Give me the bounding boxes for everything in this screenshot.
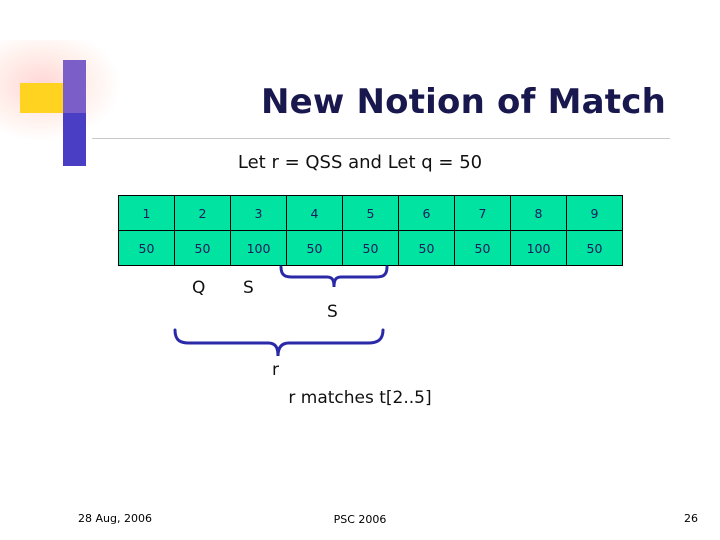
table-cell: 7 [454,195,511,231]
footer-page-number: 26 [684,512,698,525]
table-cell: 9 [566,195,623,231]
slide-title: New Notion of Match [260,82,666,122]
purple-bar-icon [63,60,86,113]
table-cell: 50 [454,230,511,266]
match-statement: r matches t[2..5] [288,388,432,408]
table-cell: 50 [342,230,399,266]
table-cell: 8 [510,195,567,231]
sequence-table: 1 2 3 4 5 6 7 8 9 50 50 100 50 50 50 50 … [118,195,623,266]
table-cell: 5 [342,195,399,231]
label-r: r [272,360,279,380]
brace-r-icon [173,328,385,357]
table-cell: 50 [118,230,175,266]
table-cell: 100 [510,230,567,266]
table-cell: 3 [230,195,287,231]
table-cell: 50 [566,230,623,266]
table-cell: 1 [118,195,175,231]
table-row-index: 1 2 3 4 5 6 7 8 9 [118,195,623,231]
label-s-second: S [327,302,338,322]
slide-subtitle: Let r = QSS and Let q = 50 [237,152,483,173]
brace-s-icon [279,265,389,288]
table-cell: 50 [174,230,231,266]
table-row-values: 50 50 100 50 50 50 50 100 50 [118,230,623,266]
table-cell: 50 [286,230,343,266]
table-cell: 50 [398,230,455,266]
table-cell: 2 [174,195,231,231]
blue-bar-icon [63,60,86,166]
footer-conference: PSC 2006 [333,513,387,526]
table-cell: 6 [398,195,455,231]
yellow-square-icon [20,83,63,113]
footer-date: 28 Aug, 2006 [78,512,152,525]
label-q: Q [192,278,206,298]
label-s-first: S [243,278,254,298]
table-cell: 100 [230,230,287,266]
title-divider [92,138,670,139]
table-cell: 4 [286,195,343,231]
